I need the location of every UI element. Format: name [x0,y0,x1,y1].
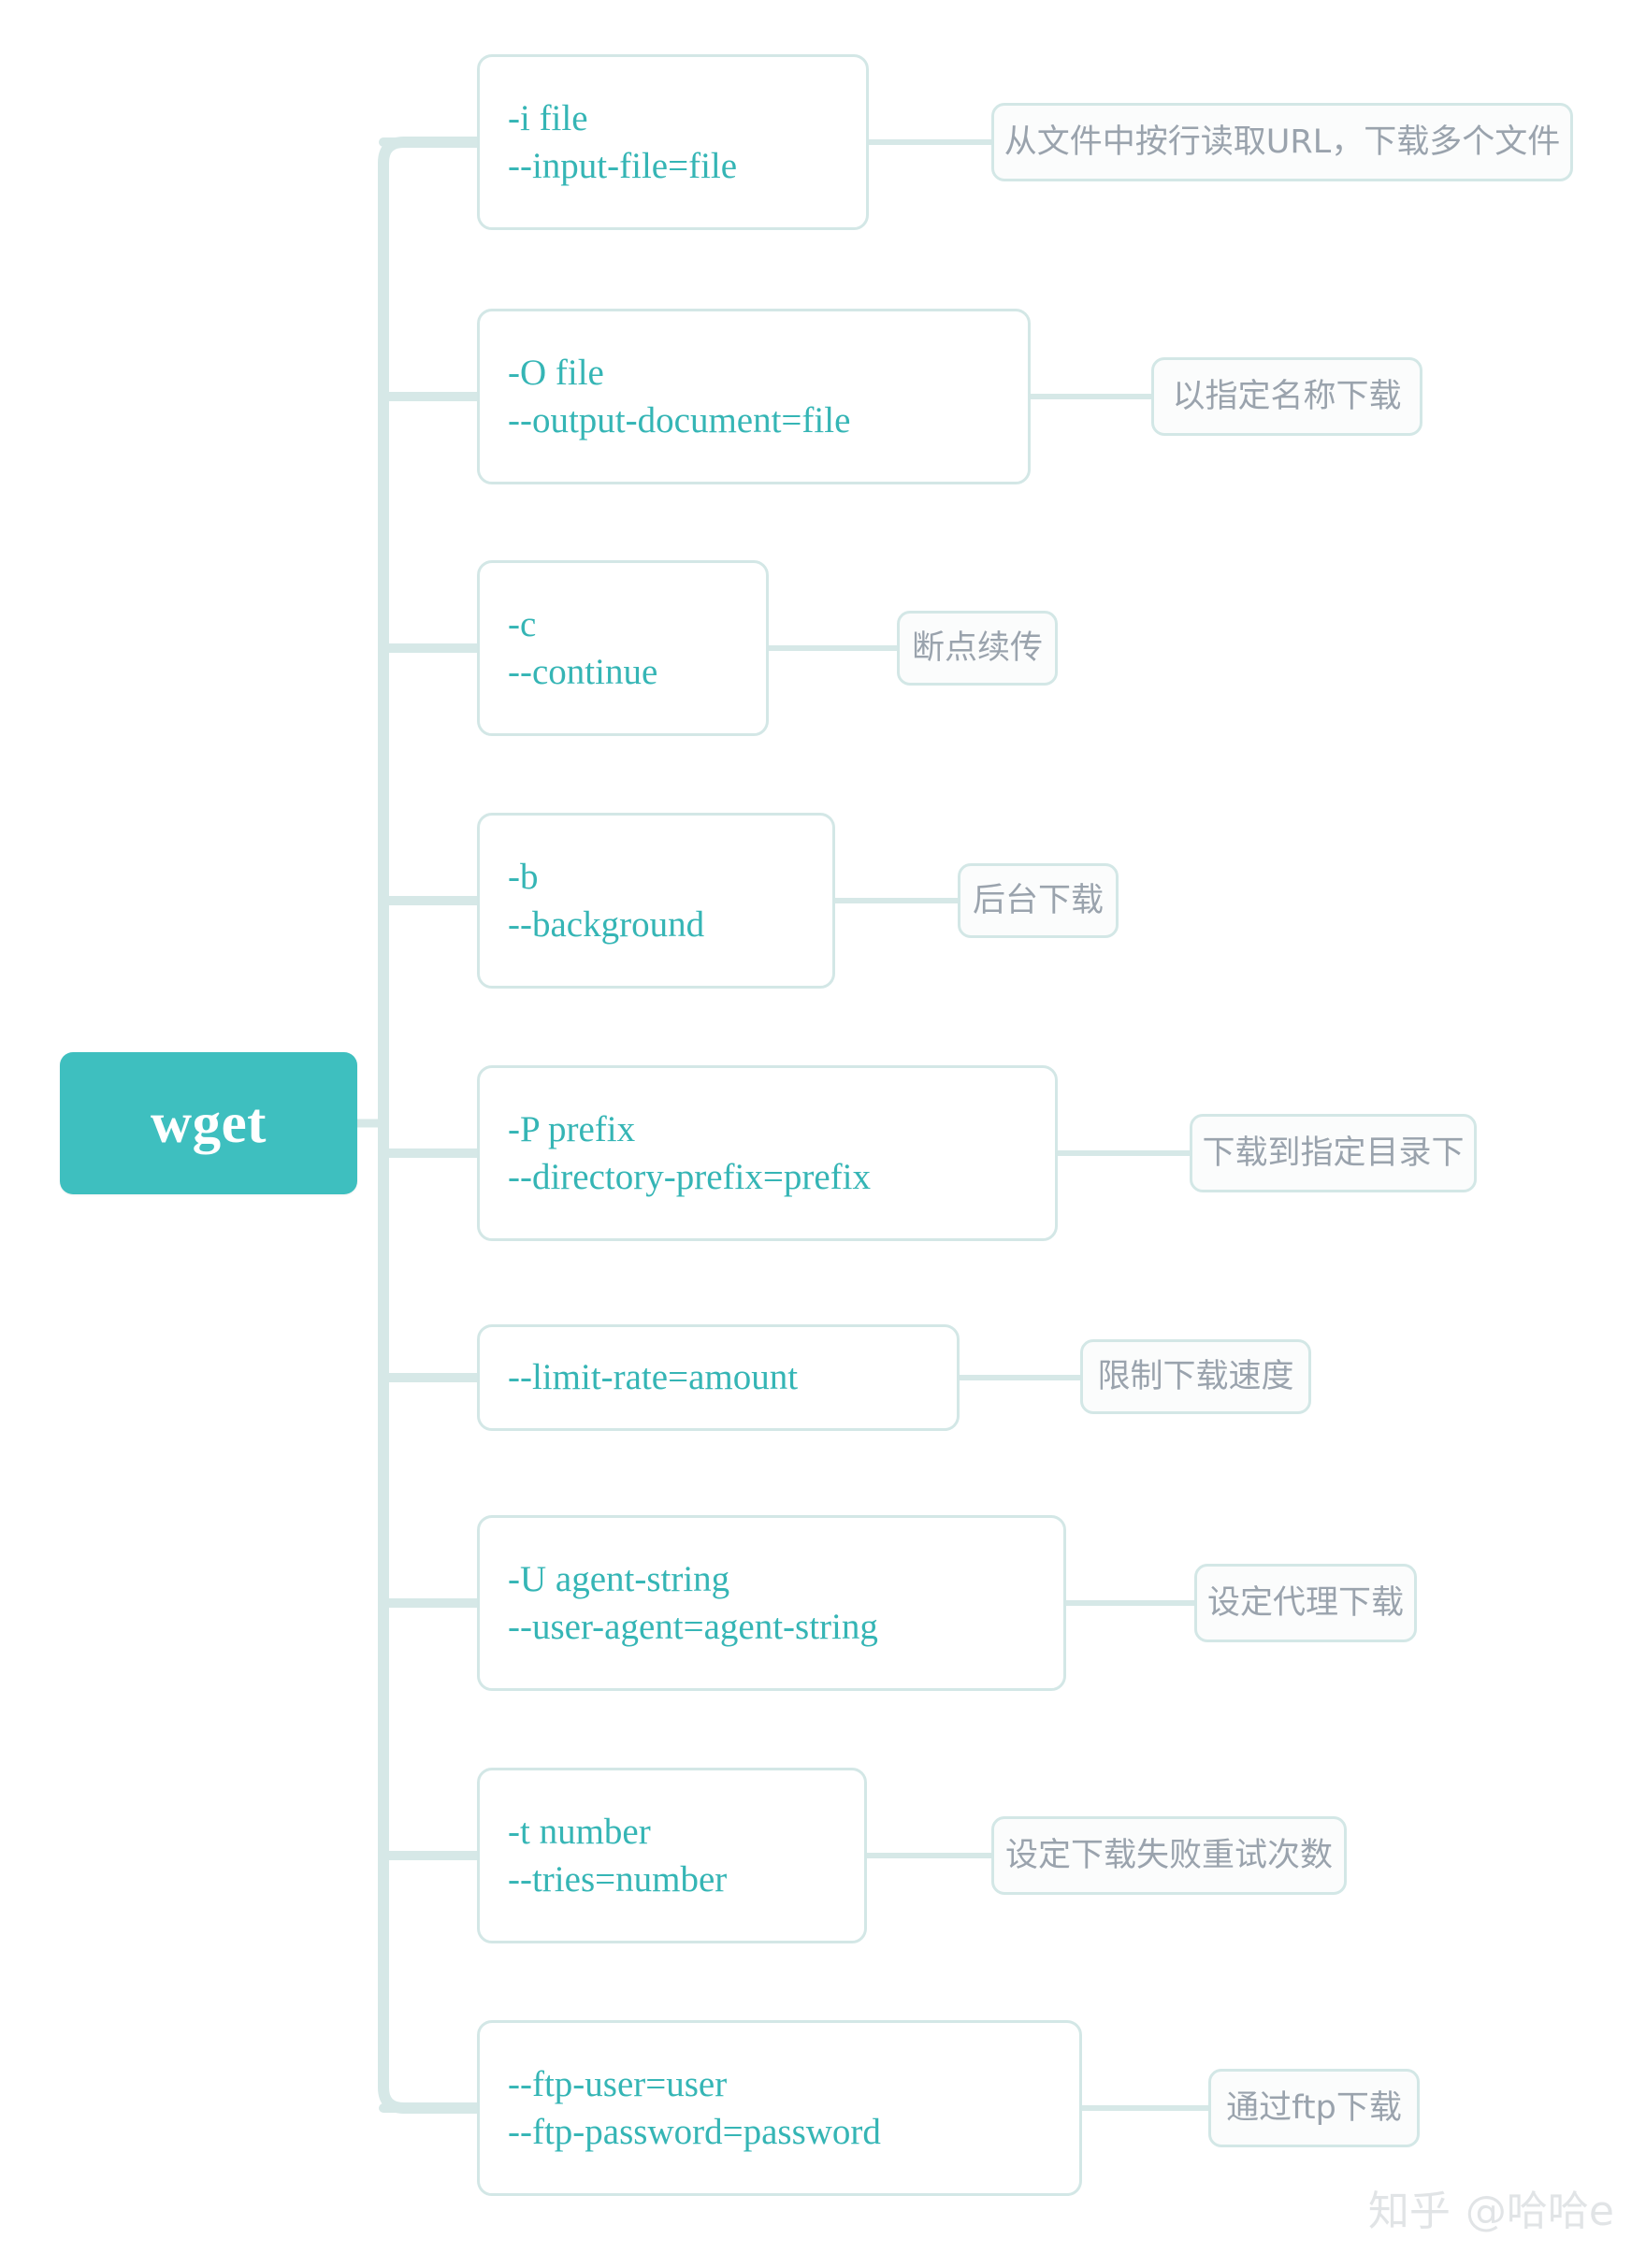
option-line-primary: --ftp-user=user [508,2063,728,2104]
option-line-primary: --limit-rate=amount [508,1357,799,1398]
option-line-primary: -t number [508,1811,651,1852]
note-node-background[interactable]: 后台下载 [958,863,1119,938]
note-label: 后台下载 [973,881,1105,919]
note-node-tries[interactable]: 设定下载失败重试次数 [991,1816,1347,1895]
option-line-secondary: --continue [508,652,658,692]
note-label: 从文件中按行读取URL，下载多个文件 [1003,123,1561,161]
option-node-background[interactable]: -b --background [477,813,835,989]
note-label: 限制下载速度 [1097,1357,1294,1395]
watermark-handle: @哈哈e [1465,2188,1614,2235]
note-node-input-file[interactable]: 从文件中按行读取URL，下载多个文件 [991,103,1573,181]
note-label: 以指定名称下载 [1172,377,1402,415]
option-line-secondary: --directory-prefix=prefix [508,1157,871,1197]
option-line-secondary: --ftp-password=password [508,2112,881,2152]
watermark: 知乎 @哈哈e [1368,2191,1614,2232]
option-line-primary: -U agent-string [508,1558,730,1599]
option-line-secondary: --input-file=file [508,146,738,186]
option-node-input-file[interactable]: -i file --input-file=file [477,54,869,230]
note-node-output-document[interactable]: 以指定名称下载 [1151,357,1422,436]
note-label: 通过ftp下载 [1226,2088,1402,2127]
option-node-tries[interactable]: -t number --tries=number [477,1768,867,1943]
watermark-site: 知乎 [1367,2188,1451,2235]
option-line-secondary: --user-agent=agent-string [508,1607,878,1647]
note-node-continue[interactable]: 断点续传 [897,611,1058,686]
option-line-secondary: --tries=number [508,1859,728,1900]
option-line-primary: -O file [508,352,604,393]
option-node-output-document[interactable]: -O file --output-document=file [477,309,1031,484]
note-label: 断点续传 [912,628,1044,667]
option-line-primary: -i file [508,97,588,138]
note-node-ftp-credentials[interactable]: 通过ftp下载 [1208,2069,1420,2147]
option-node-continue[interactable]: -c --continue [477,560,769,736]
option-node-limit-rate[interactable]: --limit-rate=amount [477,1324,960,1431]
note-label: 下载到指定目录下 [1202,1134,1465,1172]
option-line-primary: -b [508,856,539,897]
option-node-user-agent[interactable]: -U agent-string --user-agent=agent-strin… [477,1515,1066,1691]
note-label: 设定代理下载 [1207,1583,1405,1622]
note-label: 设定下载失败重试次数 [1005,1836,1334,1874]
note-node-limit-rate[interactable]: 限制下载速度 [1080,1339,1311,1414]
option-line-secondary: --background [508,904,705,945]
root-node-wget[interactable]: wget [60,1052,357,1194]
note-node-directory-prefix[interactable]: 下载到指定目录下 [1190,1114,1477,1192]
option-node-ftp-credentials[interactable]: --ftp-user=user --ftp-password=password [477,2020,1082,2196]
option-line-primary: -P prefix [508,1108,636,1149]
note-node-user-agent[interactable]: 设定代理下载 [1194,1564,1417,1642]
option-line-secondary: --output-document=file [508,400,851,441]
option-node-directory-prefix[interactable]: -P prefix --directory-prefix=prefix [477,1065,1058,1241]
root-node-label: wget [151,1091,267,1155]
option-line-primary: -c [508,603,537,644]
